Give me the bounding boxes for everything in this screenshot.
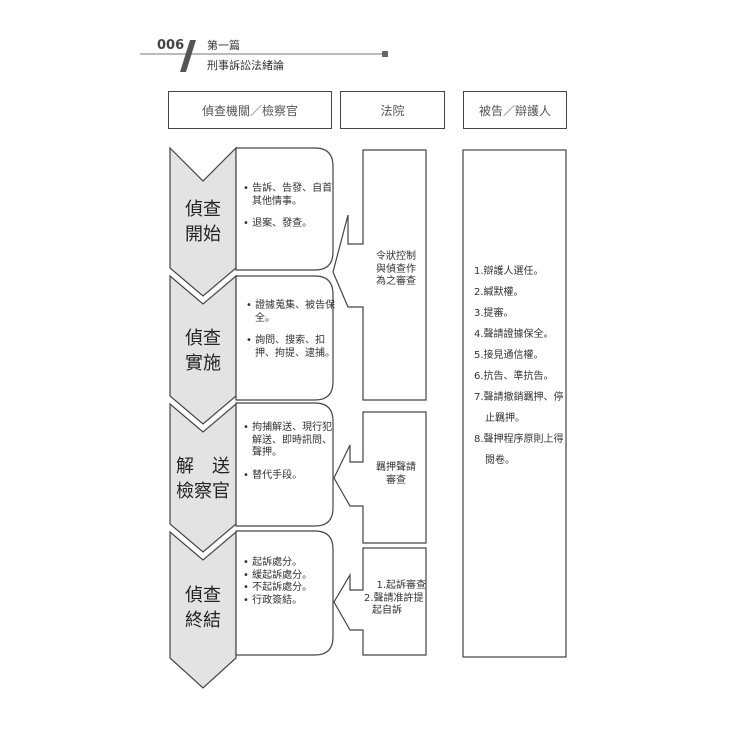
list-item: • 緩起訴處分。 <box>243 569 313 581</box>
stage-items-3: • 拘捕解送、現行犯解送、即時訊問、聲押。 • 替代手段。 <box>243 422 335 492</box>
court-text-2: 羈押聲請審查 <box>376 462 416 486</box>
header-rule-square <box>382 51 388 57</box>
defense-rights-list: 1.辯護人選任。 2.緘默權。 3.提審。 4.聲請證據保全。 5.接見通信權。… <box>474 261 564 471</box>
list-item: 5.接見通信權。 <box>474 350 544 361</box>
list-item: • 拘捕解送、現行犯解送、即時訊問、聲押。 <box>243 422 333 458</box>
list-item: • 替代手段。 <box>243 469 303 481</box>
stage-box-4 <box>235 530 334 656</box>
part-title: 第一篇 <box>207 39 240 52</box>
list-item: 1.起訴審查 <box>376 580 426 591</box>
stage-title-line: 終結 <box>185 610 221 631</box>
header-slash <box>180 40 196 72</box>
stage-box-2 <box>235 275 334 401</box>
list-item: 4.聲請證據保全。 <box>474 329 554 340</box>
list-item: 6.抗告、準抗告。 <box>474 371 554 382</box>
stage-items-2: • 證據蒐集、被告保全。 • 詢問、搜索、扣押、拘提、逮捕。 <box>246 300 338 370</box>
stage-title-4: 偵查終結 <box>170 583 236 633</box>
list-item: 3.提審。 <box>474 308 514 319</box>
column-header-investigation: 偵查機關／檢察官 <box>168 91 332 129</box>
list-item: 1.辯護人選任。 <box>474 266 544 277</box>
list-item: • 退案、發查。 <box>243 218 313 229</box>
court-callout-3 <box>333 547 427 656</box>
list-item: 8.聲押程序原則上得閱卷。 <box>474 434 564 466</box>
list-item: • 證據蒐集、被告保全。 <box>246 300 336 324</box>
list-item: • 告訴、告發、自首其他情事。 <box>243 183 333 207</box>
stage-items-4: • 起訴處分。 • 緩起訴處分。 • 不起訴處分。 • 行政簽結。 <box>243 557 335 607</box>
court-text-1: 令狀控制與偵查作為之審查 <box>376 251 416 287</box>
page-number: 006 <box>157 38 185 53</box>
list-item: 2.聲請准許提起自訴 <box>364 592 424 617</box>
chapter-title: 刑事訴訟法緒論 <box>207 59 284 72</box>
stage-box-3 <box>235 402 334 527</box>
stage-title-line: 開始 <box>185 224 221 245</box>
stage-box-1 <box>235 147 334 271</box>
list-item: • 行政簽結。 <box>243 594 303 606</box>
court-callout-1 <box>332 149 427 401</box>
stage-title-line: 解 送 <box>176 456 230 477</box>
court-text-3: 1.起訴審查 2.聲請准許提起自訴 <box>364 580 426 618</box>
list-item: • 詢問、搜索、扣押、拘提、逮捕。 <box>246 335 335 359</box>
column-header-court: 法院 <box>340 91 445 129</box>
list-item: • 不起訴處分。 <box>243 582 313 593</box>
defense-box <box>462 149 567 658</box>
stage-title-line: 檢察官 <box>176 481 230 502</box>
stage-items-1: • 告訴、告發、自首其他情事。 • 退案、發查。 <box>243 183 335 241</box>
list-item: 2.緘默權。 <box>474 287 524 298</box>
stage-title-2: 偵查實施 <box>170 326 236 376</box>
court-callout-2 <box>333 411 427 544</box>
stage-title-line: 偵查 <box>185 328 221 349</box>
list-item: • 起訴處分。 <box>243 557 303 568</box>
stage-title-line: 實施 <box>185 353 221 374</box>
stage-title-line: 偵查 <box>185 585 221 606</box>
stage-title-line: 偵查 <box>185 199 221 220</box>
stage-title-1: 偵查開始 <box>170 197 236 247</box>
column-header-defense: 被告／辯護人 <box>463 91 567 129</box>
stage-title-3: 解 送檢察官 <box>170 454 236 504</box>
chevron-stage-4 <box>169 530 237 689</box>
list-item: 7.聲請撤銷羈押、停止羈押。 <box>474 392 564 424</box>
